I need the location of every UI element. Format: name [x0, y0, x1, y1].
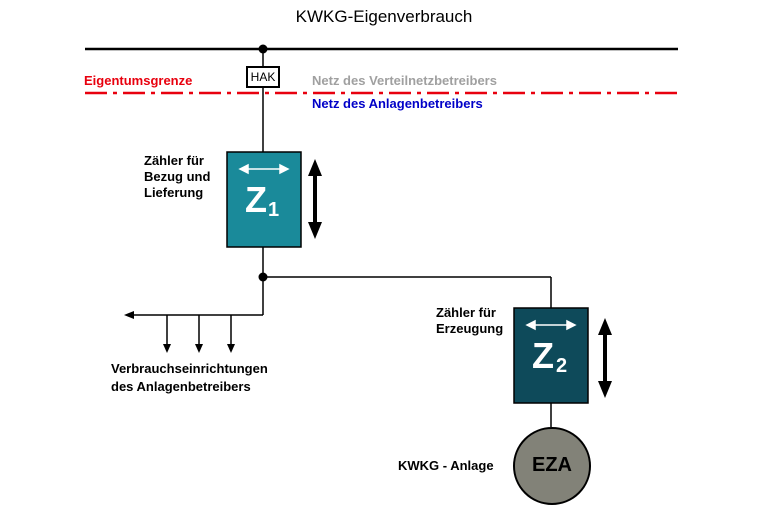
- hak-box: HAK: [246, 66, 280, 88]
- eza-circle: [513, 427, 591, 505]
- plant-label: KWKG - Anlage: [398, 458, 494, 473]
- consumers-label-line2: des Anlagenbetreibers: [111, 379, 251, 394]
- meter2-box: [513, 307, 589, 404]
- meter1-bidirectional-arrow-icon: [238, 163, 290, 175]
- consumer-drops: [163, 315, 235, 353]
- meter1-caption-line1: Zähler für: [144, 153, 204, 168]
- meter1-index: 1: [268, 199, 280, 221]
- consumer-bus-arrow-icon: [124, 311, 134, 319]
- meter2-caption-line2: Erzeugung: [436, 321, 504, 336]
- meter1-caption-line2: Bezug und: [144, 169, 211, 184]
- meter2-bidirectional-arrow-icon: [525, 319, 577, 331]
- meter2-caption-line1: Zähler für: [436, 305, 496, 320]
- meter1-caption-line3: Lieferung: [144, 185, 204, 200]
- meter2-index: 2: [556, 355, 568, 377]
- diagram-title: KWKG-Eigenverbrauch: [295, 7, 473, 26]
- meter1-flow-arrow-icon: [308, 159, 322, 239]
- ownership-boundary-label: Eigentumsgrenze: [84, 73, 193, 88]
- meter1-letter: Z: [245, 179, 267, 220]
- meter1-box: [226, 151, 302, 248]
- meter2-letter: Z: [532, 335, 554, 376]
- dso-network-label: Netz des Verteilnetzbetreibers: [312, 73, 497, 88]
- consumers-label-line1: Verbrauchseinrichtungen: [111, 361, 268, 376]
- meter2-flow-arrow-icon: [598, 318, 612, 398]
- eza-symbol: EZA: [532, 454, 572, 476]
- operator-network-label: Netz des Anlagenbetreibers: [312, 96, 483, 111]
